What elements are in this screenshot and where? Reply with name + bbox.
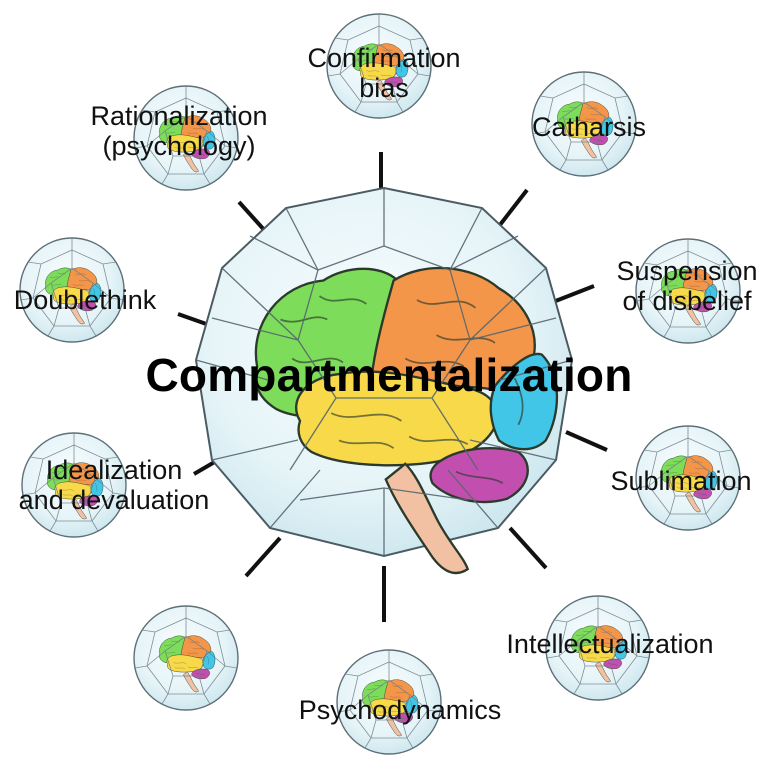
connector-intellectualization xyxy=(508,526,548,570)
label-catharsis: Catharsis xyxy=(532,112,646,142)
label-line: Confirmation xyxy=(307,42,461,73)
label-rationalization: Rationalization (psychology) xyxy=(90,101,267,161)
label-line: and devaluation xyxy=(18,485,210,515)
connector-suspension xyxy=(552,284,595,304)
label-idealization-and-devaluation: Idealization and devaluation xyxy=(19,455,210,515)
label-psychodynamics: Psychodynamics xyxy=(299,695,502,725)
label-line: Intellectualization xyxy=(506,628,714,659)
label-line: Psychodynamics xyxy=(298,694,502,725)
connector-lines xyxy=(177,152,608,622)
label-line: Sublimation xyxy=(610,465,752,496)
label-line: Catharsis xyxy=(531,111,647,142)
sphere-unlabeled xyxy=(134,606,238,710)
label-line: Suspension xyxy=(616,255,758,286)
central-sphere xyxy=(194,186,574,575)
connector-sublimation xyxy=(565,430,608,452)
label-confirmation-bias: Confirmation bias xyxy=(307,43,460,103)
label-line: Rationalization xyxy=(90,100,268,131)
label-line: bias xyxy=(359,73,409,103)
label-line: (psychology) xyxy=(102,131,256,161)
connector-unlabeled xyxy=(244,536,282,578)
label-doublethink: Doublethink xyxy=(14,285,157,315)
connector-rationalization xyxy=(237,200,268,234)
label-line: of disbelief xyxy=(622,286,752,316)
label-sublimation: Sublimation xyxy=(610,466,751,496)
label-intellectualization: Intellectualization xyxy=(506,629,713,659)
label-line: Idealization xyxy=(45,454,183,485)
connector-catharsis xyxy=(494,188,529,232)
label-line: Doublethink xyxy=(13,284,157,315)
center-title: Compartmentalization xyxy=(145,349,633,401)
label-suspension-of-disbelief: Suspension of disbelief xyxy=(616,256,757,316)
